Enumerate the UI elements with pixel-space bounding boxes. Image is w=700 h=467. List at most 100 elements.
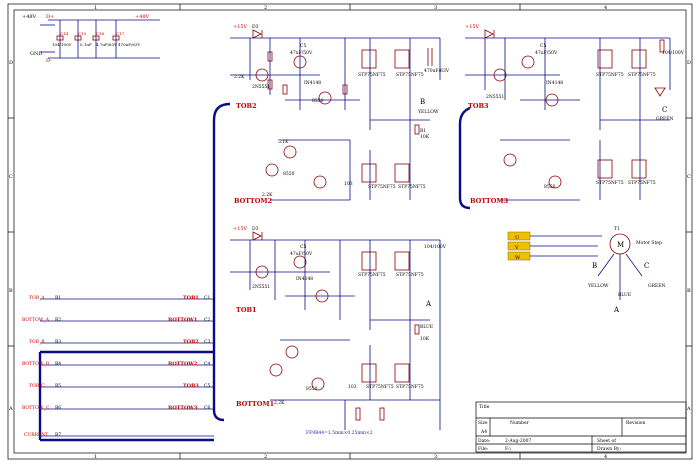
sense-note: FF9B44=1.5mm×0.25mm×2 (306, 430, 373, 436)
col-label: 1 (94, 5, 97, 11)
cap-value: 0.1uF (80, 42, 92, 47)
pin-name: TOB_C (29, 383, 45, 389)
mosfet-label: STP75NF75 (358, 272, 386, 278)
label-dminus: D- (46, 58, 52, 64)
cap-label: C5 (540, 43, 546, 49)
net-name: TOB2 (183, 339, 199, 345)
col-label: 2 (264, 5, 267, 11)
label-48v-out: +48V (135, 14, 150, 20)
cap-value: 4.7uF/63V (96, 42, 117, 47)
trans-label: 2N5551 (252, 284, 270, 290)
diode-label: D3 (252, 24, 259, 30)
pin-name: BOTTOW_C (22, 405, 50, 411)
connector-pin: TOB_C B5 TOB3 C5 (29, 383, 210, 389)
diode-label: IN4148 (304, 80, 321, 86)
mosfet-label: STP75NF75 (596, 180, 624, 186)
phase-c-color: GREEN (656, 116, 674, 122)
power-input-block: +48V D+ +48V GND D- C14 C15 C16 C17 104/… (22, 14, 160, 64)
cap-value: 47uF/50V (290, 251, 313, 257)
net-label-tob2: TOB2 (236, 102, 257, 110)
col-label: 3 (434, 5, 437, 11)
net-ref: C1 (204, 295, 210, 301)
row-label: C (9, 174, 13, 180)
mosfet-label: STP75NF75 (358, 72, 386, 78)
motor-phase-b: B (592, 262, 597, 270)
net-ref: C6 (204, 405, 210, 411)
cap-label: C5 (300, 43, 306, 49)
connector-pin: BOTTOW_B B4 BOTTOW2 C4 (22, 361, 210, 367)
row-label: B (9, 288, 13, 294)
connector-pin: BOTTOW_A B2 BOTTOW1 C2 (22, 317, 210, 323)
net-label-bottom2: BOTTOM2 (234, 197, 272, 205)
connector-pin: BOTTOW_C B6 BOTTOW3 C6 (22, 405, 210, 411)
net-ref: C2 (204, 317, 210, 323)
cap-value: 47uF/50V (535, 50, 558, 56)
row-label: D (687, 60, 691, 66)
res-label: 10K (420, 336, 430, 342)
terminal-label: V (514, 245, 519, 251)
motor-phase-a: A (613, 306, 620, 314)
phase-block-tob2: +15V D3 C5 47uF/50V STP75NF75 STP75NF75 … (230, 24, 450, 205)
res-label: 10K (420, 134, 430, 140)
terminal-v (507, 241, 531, 251)
drawn-label: Drawn By: (597, 446, 621, 452)
col-label: 3 (434, 454, 437, 460)
net-name: BOTTOW1 (168, 317, 197, 323)
net-label-bottom1: BOTTOM1 (236, 400, 274, 408)
connector-pin: TOB_B B3 TOB2 C3 (29, 339, 210, 345)
row-label: A (8, 406, 13, 412)
cap-label: C5 (300, 244, 306, 250)
size-label: Size (478, 420, 488, 426)
connector-pin: TOB_A B1 TOB1 C1 (29, 295, 210, 301)
net-name: BOTTOW3 (168, 405, 198, 411)
pin-ref: B4 (55, 361, 61, 367)
net-ref: C5 (204, 383, 210, 389)
net-label-tob3: TOB3 (468, 102, 489, 110)
signal-buses (38, 102, 471, 442)
res-label: 2.2K (262, 192, 273, 198)
mosfet-label: STP75NF75 (366, 384, 394, 390)
diode-label: IN4148 (546, 80, 563, 86)
pin-ref: B5 (55, 383, 61, 389)
net-name: TOB3 (183, 383, 199, 389)
res-label: R1 (420, 128, 426, 134)
phase-a-label: A (425, 300, 432, 308)
supply-label: +15V (233, 24, 248, 30)
supply-label: +15V (233, 226, 248, 232)
mosfet-label: STP75NF75 (368, 184, 396, 190)
trans-label: 8550 (283, 171, 295, 177)
cap-label: C14 (60, 31, 69, 36)
net-label-tob1: TOB1 (236, 306, 257, 314)
cap-label: C17 (116, 31, 125, 36)
file-value: F:\ (505, 446, 511, 452)
pin-ref: B6 (55, 405, 61, 411)
file-label: File: (478, 446, 489, 452)
label-dplus: D+ (46, 14, 54, 20)
sheet-label: Sheet of (597, 438, 616, 444)
terminal-label: W (515, 255, 521, 261)
connector-block: TOB_A B1 TOB1 C1 BOTTOW_A B2 BOTTOW1 C2 … (22, 295, 214, 438)
cap-value: 470uF/63V (118, 42, 140, 47)
row-label: D (9, 60, 13, 66)
net-label-bottom3: BOTTOM3 (470, 197, 509, 205)
net-ref: C4 (204, 361, 210, 367)
pin-ref: B7 (55, 432, 61, 438)
motor-label: Motor Step (636, 240, 662, 246)
motor-phase-a-color: BLUE (618, 292, 631, 298)
mosfet-label: STP75NF75 (628, 72, 656, 78)
row-label: A (686, 406, 691, 412)
size-value: A4 (480, 429, 487, 435)
title-block: Title Size A4 Number Revision Date: 2-Au… (475, 401, 687, 453)
trans-label: 2N5551 (252, 84, 270, 90)
col-label: 2 (264, 454, 267, 460)
mosfet-label: STP75NF75 (396, 384, 424, 390)
mosfet-label: STP75NF75 (596, 72, 624, 78)
cap-value: 470uF/63V (424, 68, 450, 74)
motor-phase-b-color: YELLOW (587, 283, 609, 289)
row-label: C (687, 174, 691, 180)
label-gnd: GND (30, 51, 42, 57)
motor-phase-c: C (644, 262, 649, 270)
cap-label: C16 (96, 31, 105, 36)
supply-label: +15V (465, 24, 480, 30)
